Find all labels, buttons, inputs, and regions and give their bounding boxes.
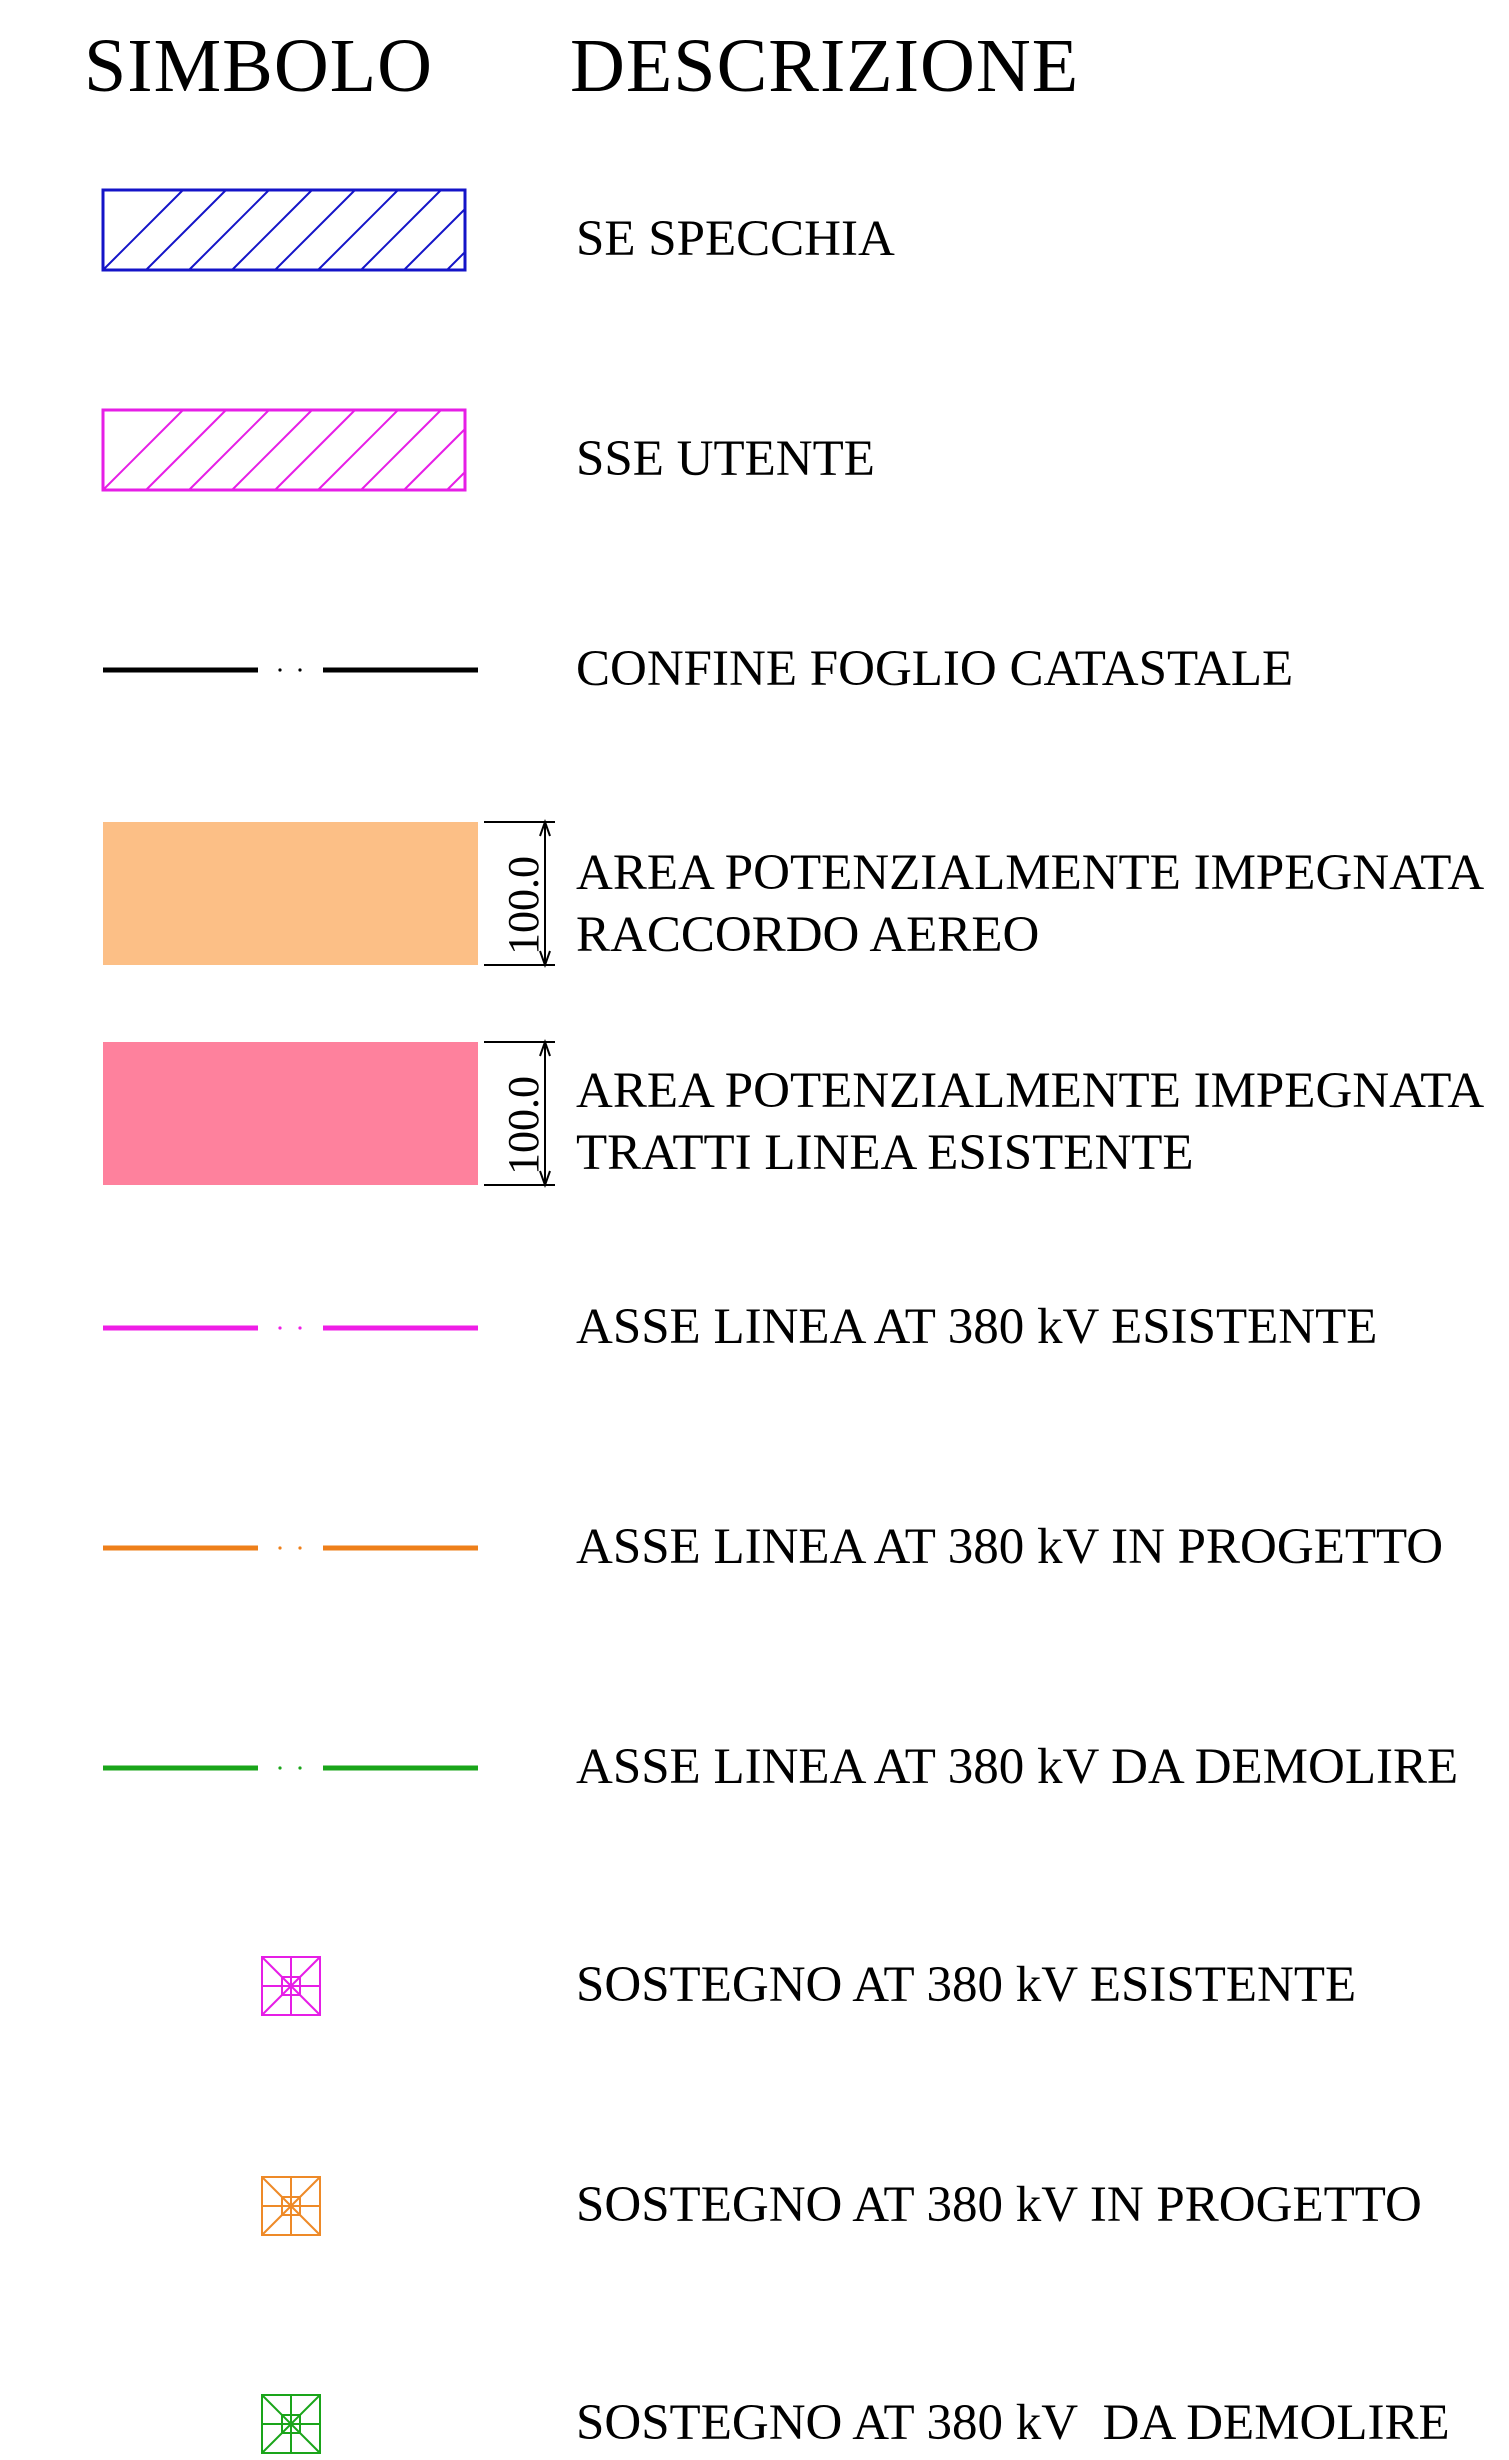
legend-label-line2: TRATTI LINEA ESISTENTE [576, 1125, 1194, 1181]
legend-label: ASSE LINEA AT 380 kV ESISTENTE [576, 1299, 1378, 1355]
legend-row-sostegno-esistente: SOSTEGNO AT 380 kV ESISTENTE [0, 1950, 1509, 2030]
legend-label: SOSTEGNO AT 380 kV DA DEMOLIRE [576, 2395, 1450, 2451]
legend-row-area-raccordo: 100.0 AREA POTENZIALMENTE IMPEGNATA RACC… [0, 810, 1509, 970]
orange-dash-dot-line-symbol [103, 1545, 478, 1551]
magenta-dash-dot-line-symbol [103, 1325, 478, 1331]
magenta-pylon-icon [261, 1956, 321, 2016]
legend-row-asse-demolire: ASSE LINEA AT 380 kV DA DEMOLIRE [0, 1739, 1509, 1840]
legend-row-se-specchia: SE SPECCHIA [0, 180, 1509, 290]
legend-row-sse-utente: SSE UTENTE [0, 400, 1509, 510]
legend-row-asse-esistente: ASSE LINEA AT 380 kV ESISTENTE [0, 1299, 1509, 1400]
blue-hatched-rect-symbol [101, 188, 467, 272]
legend-label: SE SPECCHIA [576, 211, 895, 267]
pink-area-band-symbol: 100.0 [103, 1039, 555, 1188]
green-dash-dot-line-symbol [103, 1765, 478, 1771]
legend-row-asse-progetto: ASSE LINEA AT 380 kV IN PROGETTO [0, 1519, 1509, 1620]
legend-row-area-tratti: 100.0 AREA POTENZIALMENTE IMPEGNATA TRAT… [0, 1030, 1509, 1190]
symbol-column-header: SIMBOLO [84, 24, 434, 108]
dimension-label: 100.0 [499, 1076, 548, 1175]
legend-label: SOSTEGNO AT 380 kV IN PROGETTO [576, 2177, 1422, 2233]
magenta-hatched-rect-symbol [101, 408, 467, 492]
legend-label: CONFINE FOGLIO CATASTALE [576, 641, 1294, 697]
legend-row-sostegno-demolire: SOSTEGNO AT 380 kV DA DEMOLIRE [0, 2380, 1509, 2454]
legend-label-line2: RACCORDO AEREO [576, 907, 1040, 963]
legend-label: ASSE LINEA AT 380 kV IN PROGETTO [576, 1519, 1444, 1575]
legend-row-sostegno-progetto: SOSTEGNO AT 380 kV IN PROGETTO [0, 2170, 1509, 2250]
dimension-label: 100.0 [499, 856, 548, 955]
legend-label: ASSE LINEA AT 380 kV DA DEMOLIRE [576, 1739, 1459, 1795]
black-dash-dot-line-symbol [103, 667, 478, 673]
description-column-header: DESCRIZIONE [570, 24, 1080, 108]
legend-label-line1: AREA POTENZIALMENTE IMPEGNATA [576, 1063, 1485, 1119]
orange-pylon-icon [261, 2176, 321, 2236]
legend-row-confine-foglio: CONFINE FOGLIO CATASTALE [0, 640, 1509, 740]
legend-label: SSE UTENTE [576, 431, 875, 487]
legend-label-line1: AREA POTENZIALMENTE IMPEGNATA [576, 845, 1485, 901]
legend-label: SOSTEGNO AT 380 kV ESISTENTE [576, 1957, 1357, 2013]
green-pylon-icon [261, 2394, 321, 2454]
orange-area-band-symbol: 100.0 [103, 819, 555, 968]
